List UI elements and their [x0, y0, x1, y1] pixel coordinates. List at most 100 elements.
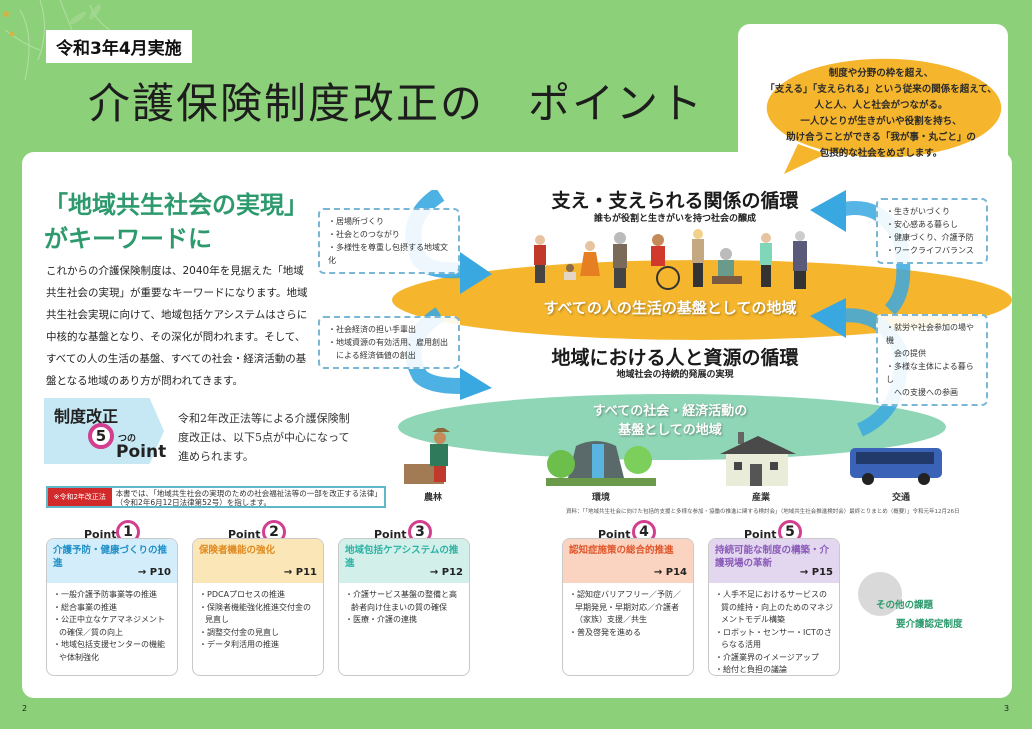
point-card-items: ・介護サービス基盤の整備と高齢者向け住まいの質の確保 ・医療・介護の連携	[339, 583, 469, 633]
point-card-items: ・PDCAプロセスの推進 ・保険者機能強化推進交付金の見直し ・調整交付金の見直…	[193, 583, 323, 658]
source-citation: 資料：「「地域共生社会に向けた包括的支援と多様な参加・協働の推進に関する検討会」…	[566, 509, 960, 515]
point-card-header: 地域包括ケアシステムの推進 → P12	[339, 539, 469, 583]
benefit-item: による経済価値の創出	[328, 351, 416, 360]
point-page-link[interactable]: → P14	[653, 567, 687, 578]
benefit-item: ・健康づくり、介護予防	[886, 233, 974, 242]
point-item: ・調整交付金の見直し	[199, 627, 279, 637]
benefit-item: ・居場所づくり	[328, 217, 384, 226]
point-item: ・人手不足におけるサービスの質の維持・向上のためのマネジメントモデル構築	[715, 590, 833, 624]
point-item: ・介護業界のイメージアップ	[715, 652, 819, 662]
left-top-benefits-box: ・居場所づくり ・社会とのつながり ・多様性を尊重し包摂する地域文化	[318, 208, 460, 274]
point-card-items: ・人手不足におけるサービスの質の維持・向上のためのマネジメントモデル構築 ・ロボ…	[709, 583, 839, 675]
point-page-link[interactable]: → P10	[137, 567, 171, 578]
point-card-header: 介護予防・健康づくりの推進 → P10	[47, 539, 177, 583]
point-page-link[interactable]: → P11	[283, 567, 317, 578]
page-title: 介護保険制度改正の ポイント	[88, 79, 705, 128]
right-top-benefits-box: ・生きがいづくり ・安心感ある暮らし ・健康づくり、介護予防 ・ワークライフバラ…	[876, 198, 988, 264]
speech-line: 一人ひとりが生きがいや役割を持ち、	[800, 116, 962, 127]
point-item: ・地域包括支援センターの機能や体制強化	[53, 640, 165, 662]
point-card-4[interactable]: 認知症施策の総合的推進 → P14 ・認知症バリアフリー／予防／早期発見・早期対…	[562, 538, 694, 676]
keyword-heading-line2: がキーワードに	[44, 225, 212, 253]
speech-bubble-text: 制度や分野の枠を超え、 「支える」「支えられる」という従来の関係を超えて、 人と…	[756, 66, 1006, 162]
other-issues-heading: その他の課題	[876, 600, 934, 611]
reform-point-label: Point	[116, 442, 167, 462]
benefit-item: ・多様性を尊重し包摂する地域文化	[328, 243, 448, 265]
point-card-header: 認知症施策の総合的推進 → P14	[563, 539, 693, 583]
intro-paragraph: これからの介護保険制度は、2040年を見据えた「地域共生社会の実現」が重要なキー…	[46, 265, 308, 387]
economic-foundation-label: すべての社会・経済活動の 基盤としての地域	[540, 402, 800, 440]
diverse-people-illustration-icon	[534, 229, 807, 290]
implementation-date-badge: 令和3年4月実施	[46, 30, 192, 63]
point-card-2[interactable]: 保険者機能の強化 → P11 ・PDCAプロセスの推進 ・保険者機能強化推進交付…	[192, 538, 324, 676]
reform-label: 制度改正	[54, 407, 119, 426]
point-card-items: ・一般介護予防事業等の推進 ・総合事業の推進 ・公正中立なケアマネジメントの確保…	[47, 583, 177, 670]
transport-bus-icon	[850, 448, 942, 485]
life-foundation-label: すべての人の生活の基盤としての地域	[543, 299, 797, 317]
point-card-header: 保険者機能の強化 → P11	[193, 539, 323, 583]
point-page-link[interactable]: → P12	[429, 567, 463, 578]
scene-label-transport: 交通	[892, 493, 911, 503]
leaf-decoration-icon	[3, 0, 111, 81]
benefit-item: 会の提供	[886, 349, 926, 358]
point-item: ・公正中立なケアマネジメントの確保／質の向上	[53, 615, 165, 637]
speech-line: 制度や分野の枠を超え、	[828, 68, 934, 79]
reform-description: 令和2年改正法等による介護保険制度改正は、以下5点が中心になって進められます。	[178, 412, 350, 463]
point-5-label: Point	[744, 528, 777, 541]
point-card-title: 認知症施策の総合的推進	[569, 545, 674, 556]
agriculture-farmer-icon	[404, 428, 450, 484]
point-item: ・普及啓発を進める	[569, 627, 641, 637]
point-3-label: Point	[374, 528, 407, 541]
point-card-title: 介護予防・健康づくりの推進	[53, 545, 168, 569]
support-cycle-title: 支え・支えられる関係の循環	[551, 190, 799, 212]
speech-bubble: 制度や分野の枠を超え、 「支える」「支えられる」という従来の関係を超えて、 人と…	[756, 56, 1006, 174]
point-card-title: 持続可能な制度の構築・介護現場の革新	[715, 545, 830, 569]
speech-line: 包摂的な社会をめざします。	[819, 148, 943, 159]
benefit-item: ・生きがいづくり	[886, 207, 950, 216]
speech-bubble-shape-icon	[765, 57, 1003, 174]
point-item: ・総合事業の推進	[53, 602, 117, 612]
benefit-item: ・多様な主体による暮らし	[886, 362, 974, 384]
law-note-text: 本書では、「地域共生社会の実現のための社会福祉法等の一部を改正する法律」 （令和…	[112, 488, 384, 507]
benefit-item: ・安心感ある暮らし	[886, 220, 958, 229]
other-issue-certification[interactable]: 要介護認定制度	[896, 619, 963, 630]
point-card-5[interactable]: 持続可能な制度の構築・介護現場の革新 → P15 ・人手不足におけるサービスの質…	[708, 538, 840, 676]
benefit-item: ・就労や社会参加の場や機	[886, 323, 974, 345]
speech-line: 人と人、人と社会がつながる。	[814, 100, 948, 111]
scene-label-industry: 産業	[752, 493, 771, 503]
point-page-link[interactable]: → P15	[799, 567, 833, 578]
point-item: ・認知症バリアフリー／予防／早期発見・早期対応／介護者（家族）支援／共生	[569, 590, 681, 624]
point-item: ・一般介護予防事業等の推進	[53, 590, 157, 599]
right-bottom-benefits-box: ・就労や社会参加の場や機 会の提供 ・多様な主体による暮らし への支援への参画	[876, 314, 988, 406]
point-card-title: 保険者機能の強化	[199, 545, 276, 556]
point-card-1[interactable]: 介護予防・健康づくりの推進 → P10 ・一般介護予防事業等の推進 ・総合事業の…	[46, 538, 178, 676]
point-1-label: Point	[84, 528, 117, 541]
reform-counter: つの	[118, 434, 137, 444]
benefit-item: ・ワークライフバランス	[886, 246, 974, 255]
law-note-tag: ※令和2年改正法	[48, 488, 112, 506]
law-note-line1: 本書では、「地域共生社会の実現のための社会福祉法等の一部を改正する法律」	[115, 489, 382, 498]
point-item: ・データ利活用の推進	[199, 640, 279, 649]
point-item: ・介護サービス基盤の整備と高齢者向け住まいの質の確保	[345, 590, 457, 612]
benefit-item: への支援への参画	[886, 388, 958, 397]
other-issues-circle-icon	[858, 572, 902, 616]
point-item: ・医療・介護の連携	[345, 615, 417, 624]
support-cycle-subtitle: 誰もが役割と生きがいを持つ社会の醸成	[593, 214, 756, 224]
resource-cycle-title: 地域における人と資源の循環	[551, 347, 799, 369]
benefit-item: ・社会経済の担い手輩出	[328, 325, 416, 334]
resource-cycle-subtitle: 地域社会の持続的発展の実現	[616, 370, 734, 380]
point-item: ・給付と負担の議論	[715, 665, 787, 674]
point-2-label: Point	[228, 528, 261, 541]
industry-building-icon	[720, 432, 796, 486]
keyword-heading-line1: 「地域共生社会の実現」	[44, 191, 308, 219]
point-card-3[interactable]: 地域包括ケアシステムの推進 → P12 ・介護サービス基盤の整備と高齢者向け住ま…	[338, 538, 470, 676]
environment-waterfall-icon	[546, 441, 656, 486]
speech-line: 助け合うことができる「我が事・丸ごと」の	[786, 132, 976, 143]
reform-number-badge: 5	[88, 423, 114, 449]
point-item: ・PDCAプロセスの推進	[199, 590, 286, 599]
left-bottom-benefits-box: ・社会経済の担い手輩出 ・地域資源の有効活用、雇用創出 による経済価値の創出	[318, 316, 460, 369]
point-4-label: Point	[598, 528, 631, 541]
law-note-line2: （令和2年6月12日法律第52号）を指します。	[115, 498, 271, 507]
page-number-right: 3	[1004, 704, 1010, 713]
point-item: ・保険者機能強化推進交付金の見直し	[199, 602, 311, 625]
keyword-heading: 「地域共生社会の実現」 がキーワードに	[44, 188, 308, 256]
